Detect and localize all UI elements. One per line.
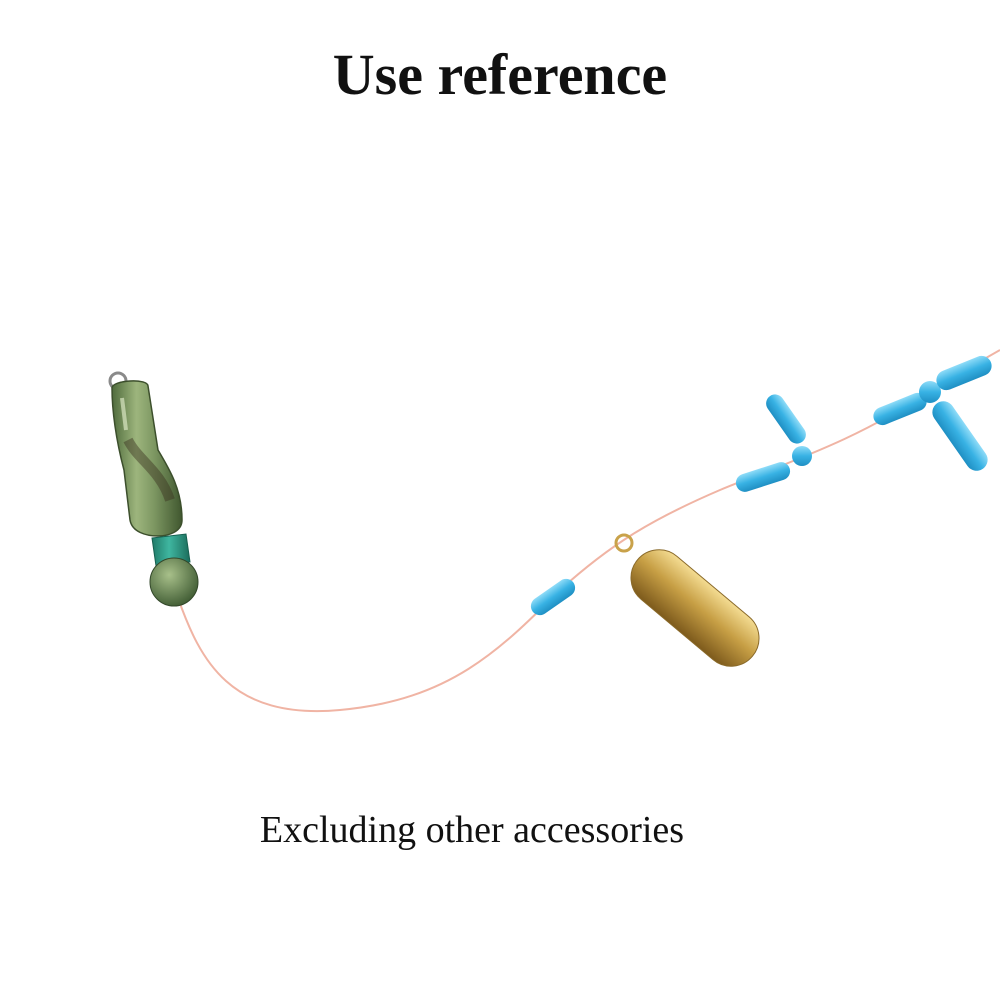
stopper-t-left	[766, 394, 812, 466]
float	[108, 371, 199, 607]
stopper-t-right	[919, 355, 992, 471]
stopper-bead-right	[873, 392, 927, 426]
page-subtitle: Excluding other accessories	[259, 809, 685, 851]
sinker	[614, 533, 760, 667]
stopper-bead-left	[735, 462, 791, 492]
fishing-line	[177, 349, 1000, 713]
line-bead	[530, 578, 576, 616]
page-title: Use reference	[332, 42, 668, 107]
